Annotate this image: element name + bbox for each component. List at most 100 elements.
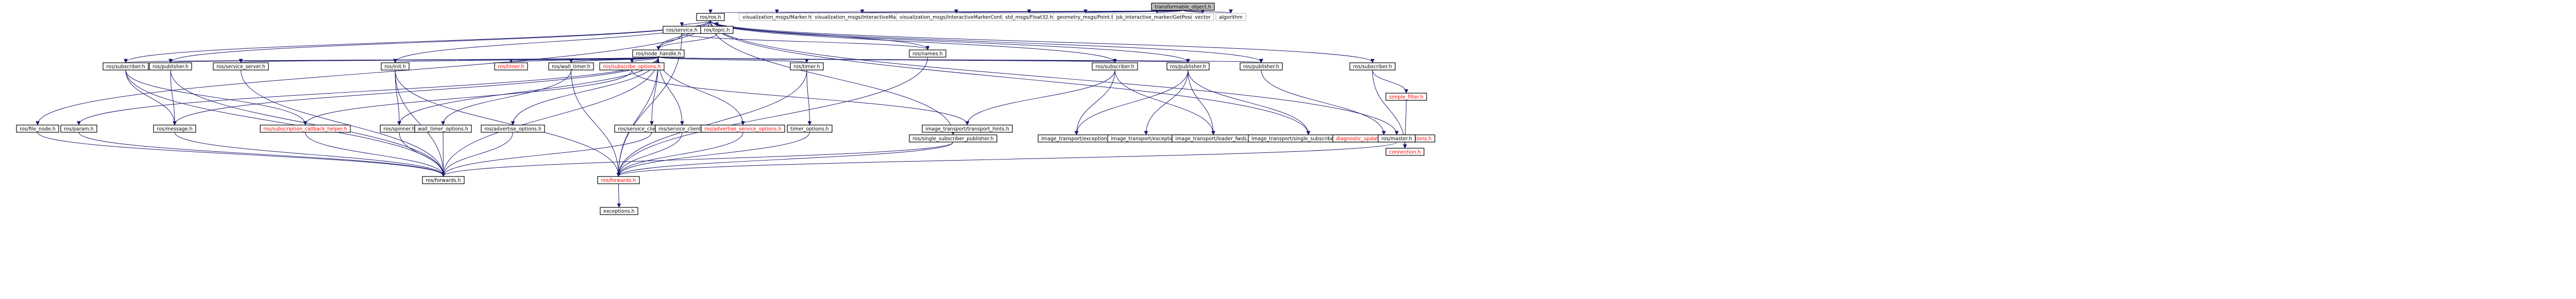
node-label: ros/subscription_callback_helper.h <box>263 127 347 132</box>
graph-node[interactable]: ros/subscriber.h <box>103 62 149 71</box>
node-label: ros/subscribe_options.h <box>603 64 660 70</box>
graph-node[interactable]: ros/param.h <box>60 125 97 133</box>
node-box <box>790 62 824 71</box>
graph-node[interactable]: ros/timer.h <box>494 62 528 71</box>
graph-node[interactable]: ros/ros.h <box>696 13 725 21</box>
graph-node[interactable]: ros/timer.h <box>790 62 824 71</box>
graph-edge <box>444 142 954 176</box>
graph-edge <box>571 57 659 62</box>
node-box <box>632 49 685 58</box>
graph-edge <box>658 33 682 49</box>
node-label: ros/master.h <box>1381 136 1412 142</box>
graph-node[interactable]: ros/message.h <box>153 125 196 133</box>
graph-node[interactable]: ros/spinner.h <box>380 125 419 133</box>
node-box <box>597 176 640 184</box>
node-label: ros/names.h <box>912 51 943 57</box>
graph-node[interactable]: ros/init.h <box>381 62 410 71</box>
node-box <box>599 62 665 71</box>
graph-edge <box>125 69 306 125</box>
graph-edge <box>399 132 444 176</box>
node-box <box>909 49 946 58</box>
graph-node[interactable]: simple_filter.h <box>1385 93 1427 101</box>
graph-edge <box>710 20 1188 62</box>
graph-node[interactable]: ros/service.h <box>663 26 701 34</box>
graph-edge <box>1182 10 1231 13</box>
node-box <box>1385 148 1425 156</box>
graph-edge <box>37 132 444 176</box>
graph-node[interactable]: ros/file_node.h <box>16 125 59 133</box>
graph-edge <box>632 69 968 125</box>
node-label: algorithm <box>1219 15 1243 21</box>
graph-edge <box>395 69 444 176</box>
graph-edge <box>658 57 1261 62</box>
graph-node[interactable]: image_transport/loader_fwds.h <box>1172 134 1255 143</box>
node-box <box>213 62 269 71</box>
graph-node[interactable]: wall_timer_options.h <box>414 125 472 133</box>
graph-node[interactable]: ros/subscriber.h <box>1092 62 1138 71</box>
graph-edge <box>1114 69 1213 134</box>
graph-node[interactable]: vector <box>1191 13 1214 21</box>
graph-node[interactable]: ros/subscription_callback_helper.h <box>260 125 351 133</box>
graph-node[interactable]: transformable_object.h <box>1151 3 1215 11</box>
graph-edge <box>170 69 444 176</box>
node-label: ros/publisher.h <box>1243 64 1279 70</box>
graph-node[interactable]: algorithm <box>1215 13 1246 21</box>
graph-node[interactable]: ros/wall_timer.h <box>548 62 594 71</box>
graph-node[interactable]: ros/subscriber.h <box>1349 62 1396 71</box>
graph-node[interactable]: ros/names.h <box>909 49 946 58</box>
node-box <box>1378 134 1416 143</box>
graph-edge <box>658 20 711 49</box>
graph-node[interactable]: timer_options.h <box>787 125 833 133</box>
graph-edge <box>171 20 711 62</box>
graph-edge <box>710 20 1261 62</box>
node-label: wall_timer_options.h <box>418 127 468 132</box>
node-label: connection.h <box>1389 150 1420 155</box>
node-label: visualization_msgs/InteractiveMarker.h <box>815 15 910 21</box>
graph-edge <box>444 57 659 176</box>
graph-node[interactable]: ros/publisher.h <box>1166 62 1210 71</box>
graph-edge <box>1188 69 1309 134</box>
graph-node[interactable]: image_transport/transport_hints.h <box>922 125 1013 133</box>
node-label: image_transport/loader_fwds.h <box>1175 136 1251 142</box>
graph-edge <box>1086 10 1183 13</box>
node-box <box>548 62 594 71</box>
node-label: ros/service_client.h <box>658 127 706 132</box>
graph-node[interactable]: connection.h <box>1385 148 1425 156</box>
graph-edge <box>710 20 1309 134</box>
graph-node[interactable]: geometry_msgs/Point.h <box>1053 13 1118 21</box>
graph-node[interactable]: ros/single_subscriber_publisher.h <box>909 134 997 143</box>
graph-node[interactable]: ros/forwards.h <box>422 176 465 184</box>
graph-edge <box>1077 69 1189 134</box>
graph-node[interactable]: ros/service_server.h <box>213 62 269 71</box>
graph-node[interactable]: visualization_msgs/Marker.h <box>739 13 815 21</box>
graph-edge <box>682 20 711 26</box>
graph-node[interactable]: ros/topic.h <box>700 26 734 34</box>
graph-node[interactable]: ros/node_handle.h <box>632 49 685 58</box>
graph-node[interactable]: ros/publisher.h <box>149 62 192 71</box>
graph-edge <box>619 57 659 176</box>
graph-node[interactable]: image_transport/exception.h <box>1038 134 1115 143</box>
graph-node[interactable]: exceptions.h <box>600 207 638 215</box>
graph-edge <box>710 20 1397 134</box>
graph-node[interactable]: ros/subscribe_options.h <box>599 62 665 71</box>
node-label: vector <box>1195 15 1210 21</box>
node-label: ros/param.h <box>64 127 94 132</box>
node-label: geometry_msgs/Point.h <box>1057 15 1114 21</box>
graph-node[interactable]: ros/publisher.h <box>1240 62 1283 71</box>
node-box <box>1215 13 1246 21</box>
graph-node[interactable]: ros/advertise_options.h <box>481 125 545 133</box>
graph-edge <box>710 20 1372 62</box>
graph-edge <box>38 20 711 125</box>
graph-node[interactable]: std_msgs/Float32.h <box>1002 13 1057 21</box>
graph-node[interactable]: visualization_msgs/InteractiveMarkerCont… <box>896 13 1016 21</box>
graph-edge <box>619 69 807 176</box>
graph-node[interactable]: ros/master.h <box>1378 134 1416 143</box>
graph-node[interactable]: jsk_interactive_marker/GetPose.h <box>1112 13 1201 21</box>
graph-node[interactable]: ros/advertise_service_options.h <box>701 125 785 133</box>
node-box <box>1092 62 1138 71</box>
graph-node[interactable]: ros/forwards.h <box>597 176 640 184</box>
node-label: image_transport/exception.h <box>1111 136 1181 142</box>
node-label: timer_options.h <box>790 127 828 132</box>
node-label: ros/ros.h <box>700 15 721 21</box>
